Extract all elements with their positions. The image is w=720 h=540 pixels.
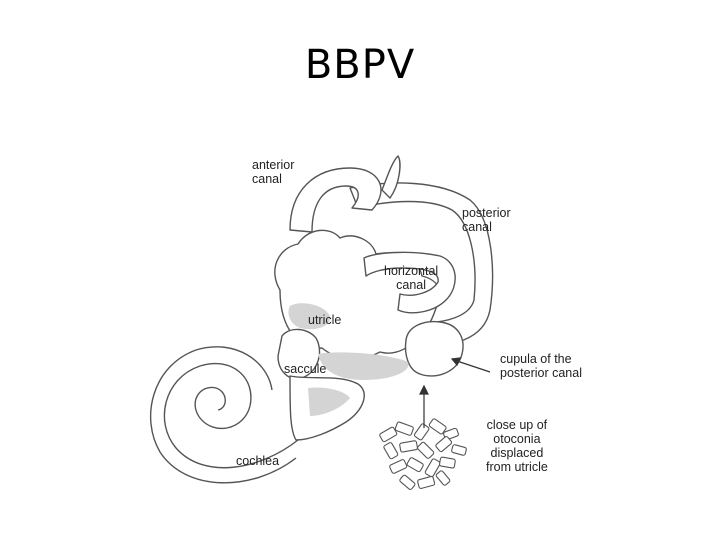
label-posterior-canal: posterior canal (462, 206, 511, 234)
label-cupula: cupula of the posterior canal (500, 352, 582, 380)
label-anterior-canal: anterior canal (252, 158, 294, 186)
label-utricle: utricle (308, 313, 341, 327)
anterior-canal-shape (290, 168, 381, 232)
otoconia-arrow-head (420, 386, 428, 394)
posterior-ampulla-shape (406, 322, 464, 376)
cupula-arrow-line (454, 360, 490, 372)
inner-ear-diagram: anterior canal posterior canal horizonta… (140, 140, 600, 520)
label-cochlea: cochlea (236, 454, 279, 468)
slide-title: BBPV (0, 42, 720, 88)
cochlea-shape (164, 364, 298, 468)
saccule-membrane (318, 352, 408, 380)
label-horizontal-canal: horizontal canal (384, 264, 438, 292)
otoconia-cluster (379, 418, 467, 490)
label-saccule: saccule (284, 362, 326, 376)
label-otoconia: close up of otoconia displaced from utri… (486, 418, 548, 474)
